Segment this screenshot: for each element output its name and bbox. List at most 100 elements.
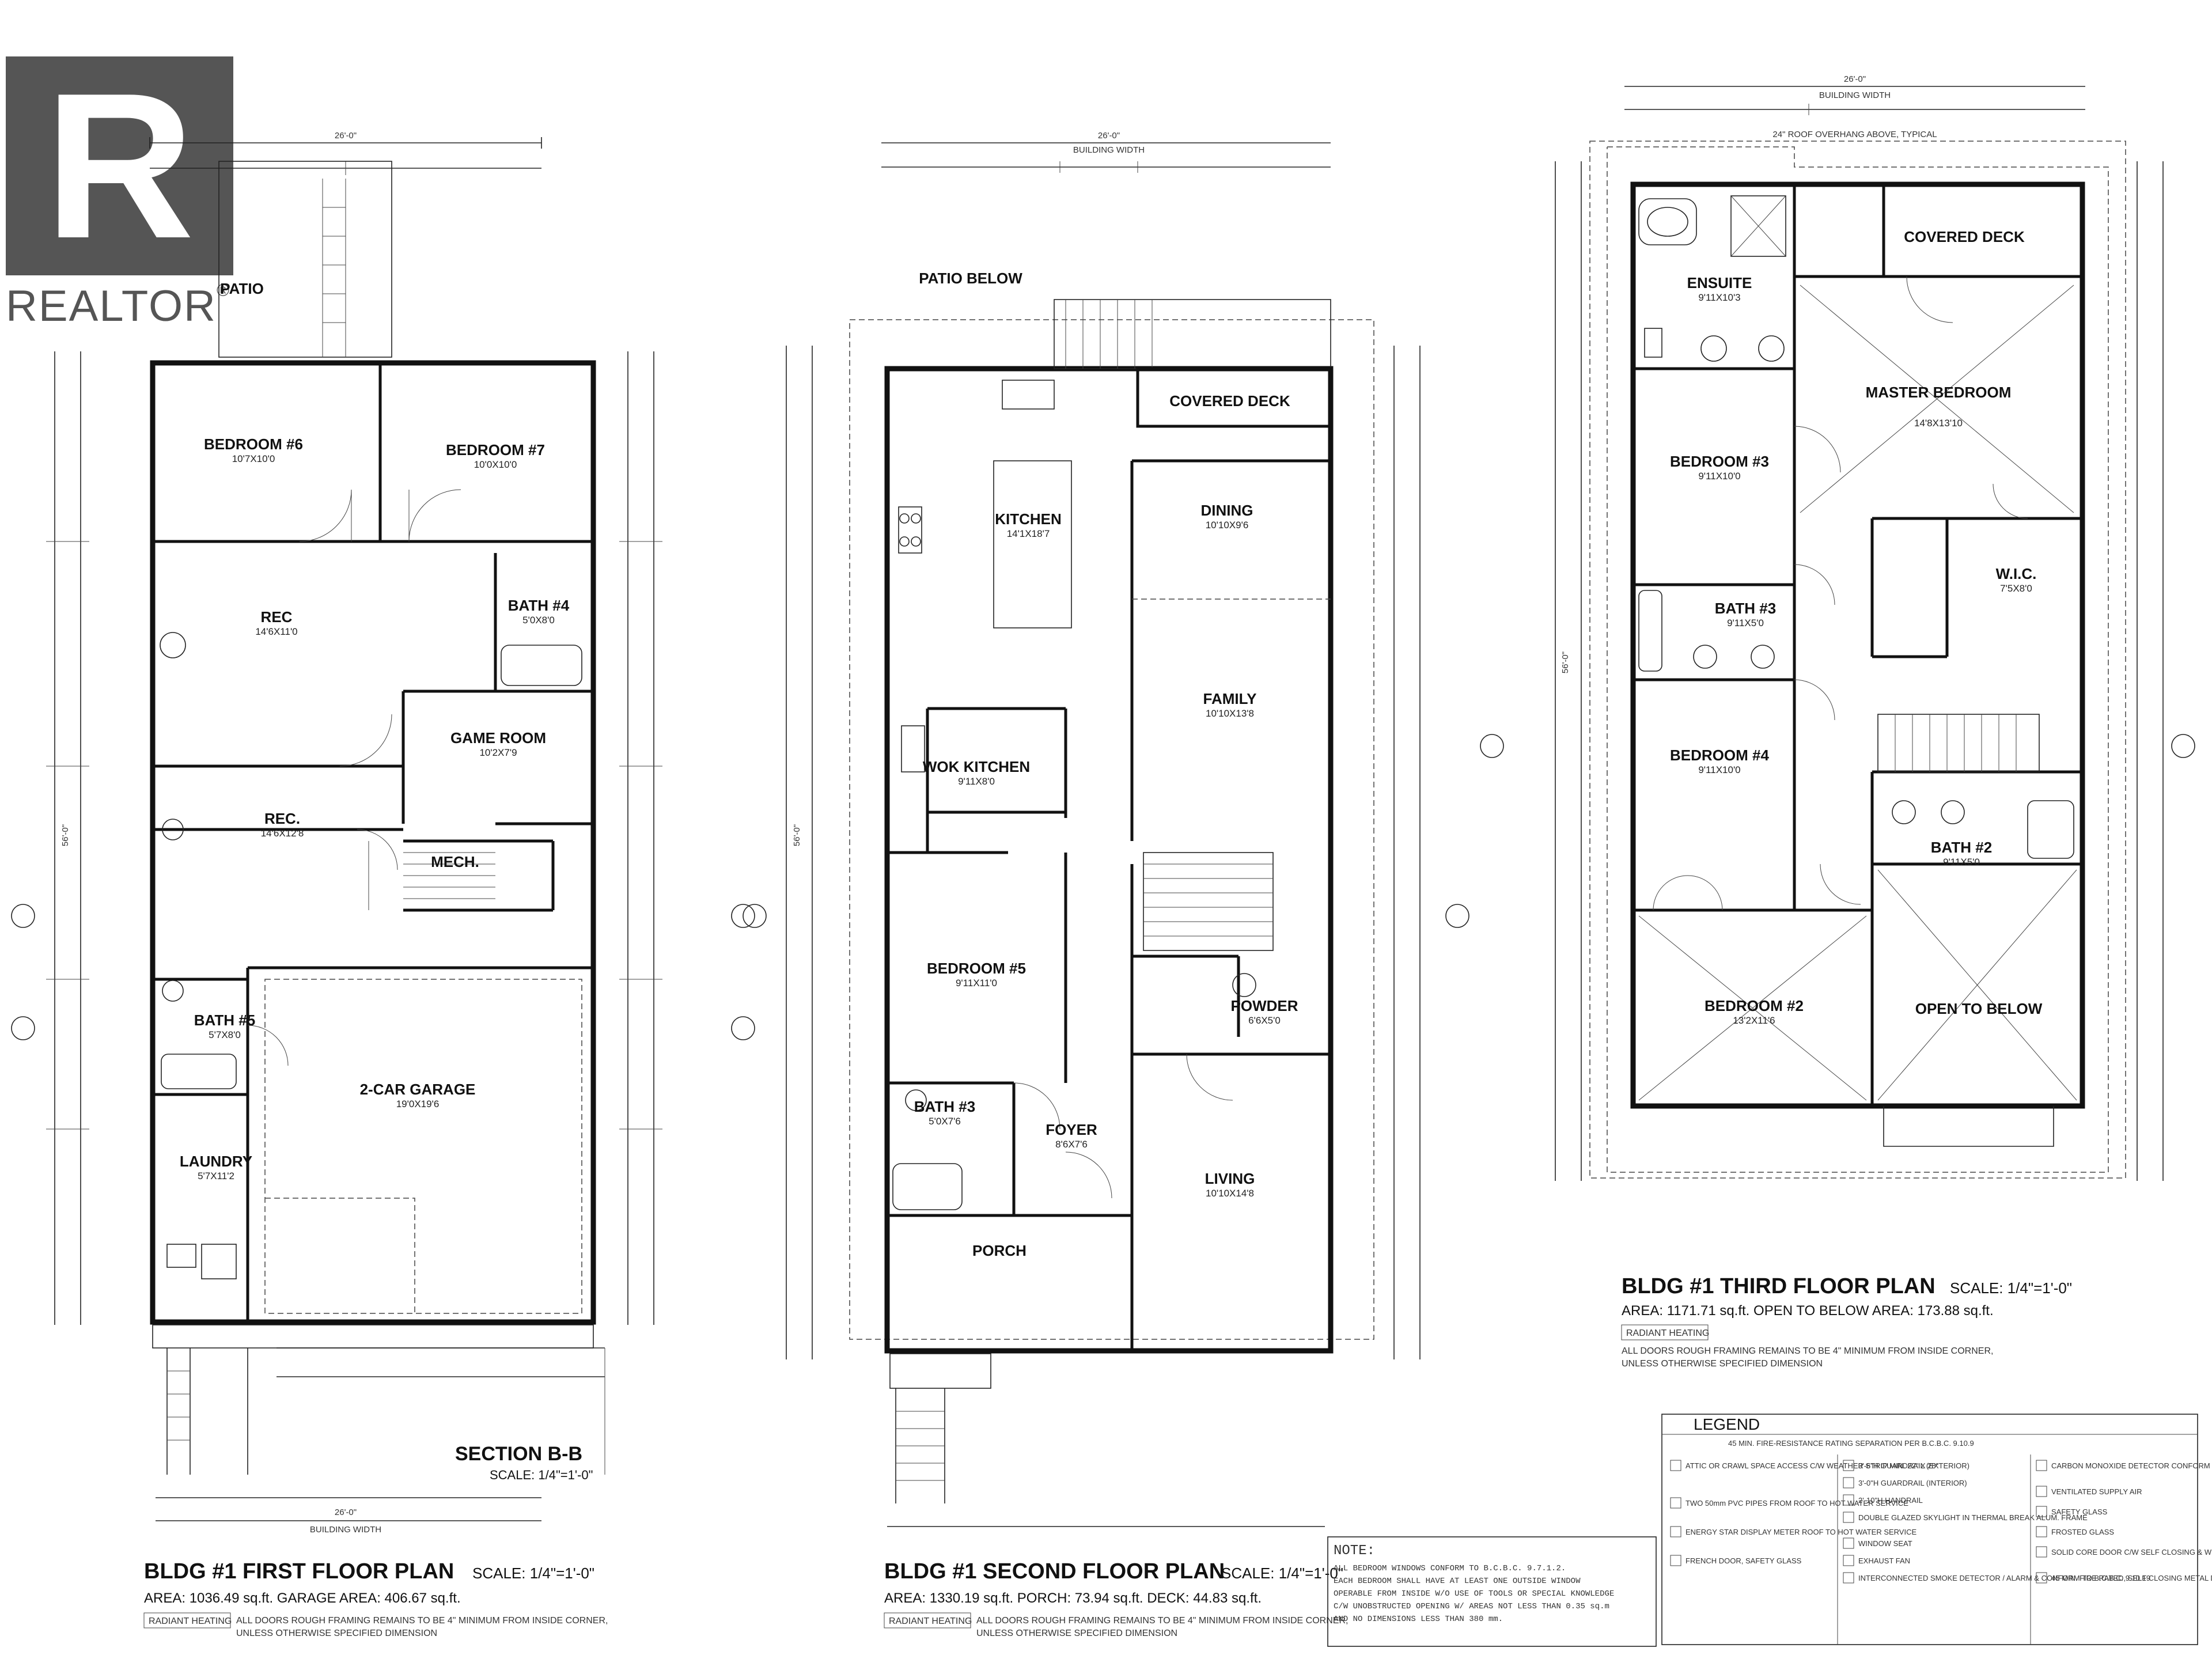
rec-label: REC [261,608,293,626]
bath-3-second-dims: 5'0X7'6 [929,1116,961,1127]
dining-label: DINING [1201,502,1253,519]
bedroom-5-dims: 9'11X11'0 [956,978,997,988]
bath-3-third-label: BATH #3 [1715,600,1776,617]
bedroom-2-dims: 13'2X11'6 [1733,1015,1775,1026]
first-plan-note: ALL DOORS ROUGH FRAMING REMAINS TO BE 4"… [236,1616,608,1626]
wic-dims: 7'5X8'0 [2000,583,2032,594]
third-plan-heating: RADIANT HEATING [1626,1328,1709,1338]
legend-item-16: SOLID CORE DOOR C/W SELF CLOSING & WEATH… [2051,1548,2212,1556]
note-line-1: ALL BEDROOM WINDOWS CONFORM TO B.C.B.C. … [1334,1564,1566,1573]
powder-label: POWDER [1231,997,1298,1014]
legend-box: LEGEND 45 MIN. FIRE-RESISTANCE RATING SE… [1661,1414,2212,1645]
patio-below-label: PATIO BELOW [919,270,1022,287]
realtor-logo-word: REALTOR® [6,281,230,331]
legend-item-11: INTERCONNECTED SMOKE DETECTOR / ALARM & … [1858,1574,2150,1582]
rec-2-dims: 14'6X12'8 [261,828,304,839]
garage-dims: 19'0X19'6 [396,1099,440,1109]
realtor-logo-reg: ® [216,281,231,300]
first-depth-dim: 56'-0" [60,824,70,846]
bedroom-7-label: BEDROOM #7 [446,441,545,459]
second-plan-scale: SCALE: 1/4"=1'-0" [1221,1565,1343,1582]
bath-2-dims: 9'11X5'0 [1943,857,1980,868]
second-plan-title: BLDG #1 SECOND FLOOR PLAN [884,1559,1225,1584]
note-line-3: OPERABLE FROM INSIDE W/O USE OF TOOLS OR… [1334,1589,1614,1599]
legend-item-9: WINDOW SEAT [1858,1539,1912,1548]
bedroom-6-label: BEDROOM #6 [204,435,303,453]
bath-3-third-dims: 9'11X5'0 [1727,618,1764,628]
legend-item-1: ATTIC OR CRAWL SPACE ACCESS C/W WEATHER … [1685,1461,1939,1470]
bath-3-second-label: BATH #3 [914,1098,975,1115]
second-plan-heating: RADIANT HEATING [889,1616,972,1626]
legend-item-7: 2'-10"H HANDRAIL [1858,1496,1923,1505]
covered-deck-label: COVERED DECK [1169,392,1290,410]
first-plan-area: AREA: 1036.49 sq.ft. GARAGE AREA: 406.67… [144,1590,461,1606]
legend-col-2: 3'-6"H GUARDRAIL (EXTERIOR) 3'-0"H GUARD… [1843,1460,2150,1584]
living-label: LIVING [1205,1170,1255,1187]
second-plan-area: AREA: 1330.19 sq.ft. PORCH: 73.94 sq.ft.… [884,1590,1262,1606]
family-label: FAMILY [1203,690,1257,707]
third-plan-scale: SCALE: 1/4"=1'-0" [1950,1279,2072,1297]
third-roof-overhang: 24" ROOF OVERHANG ABOVE, TYPICAL [1772,130,1937,139]
legend-item-5: 3'-6"H GUARDRAIL (EXTERIOR) [1858,1461,1969,1470]
bath-2-label: BATH #2 [1931,839,1992,856]
legend-item-15: FROSTED GLASS [2051,1528,2114,1536]
legend-item-12: CARBON MONOXIDE DETECTOR CONFORM TO B.C.… [2051,1461,2212,1470]
bedroom-5-label: BEDROOM #5 [927,960,1026,977]
wic-label: W.I.C. [1996,565,2037,582]
note-line-2: EACH BEDROOM SHALL HAVE AT LEAST ONE OUT… [1334,1577,1581,1586]
note-line-5: AND NO DIMENSIONS LESS THAN 380 mm. [1334,1615,1503,1624]
legend-item-4: FRENCH DOOR, SAFETY GLASS [1685,1556,1802,1565]
first-width-dim: 26'-0" [335,131,357,141]
bedroom-6-dims: 10'7X10'0 [232,453,275,464]
third-plan-note2: UNLESS OTHERWISE SPECIFIED DIMENSION [1622,1359,1823,1369]
first-plan-note2: UNLESS OTHERWISE SPECIFIED DIMENSION [236,1628,437,1638]
second-width-dim: 26'-0" [1098,131,1120,141]
legend-item-6: 3'-0"H GUARDRAIL (INTERIOR) [1858,1479,1967,1487]
bedroom-3-dims: 9'11X10'0 [1698,471,1740,482]
second-building-width: BUILDING WIDTH [1073,145,1145,155]
ensuite-label: ENSUITE [1687,274,1752,291]
second-plan-note2: UNLESS OTHERWISE SPECIFIED DIMENSION [976,1628,1177,1638]
master-bedroom-label: MASTER BEDROOM [1866,384,2012,401]
rec-2-label: REC. [264,810,300,827]
living-dims: 10'10X14'8 [1206,1188,1254,1199]
bedroom-4-label: BEDROOM #4 [1670,747,1769,764]
bath-4-dims: 5'0X8'0 [522,615,555,626]
third-depth-dim: 56'-0" [1560,652,1570,673]
ensuite-dims: 9'11X10'3 [1698,292,1740,303]
garage-label: 2-CAR GARAGE [360,1081,476,1098]
note-line-4: C/W UNOBSTRUCTED OPENING W/ AREAS NOT LE… [1334,1602,1609,1611]
bath-5-dims: 5'7X8'0 [209,1029,241,1040]
laundry-dims: 5'7X11'2 [198,1171,234,1181]
patio-label: PATIO [220,280,264,297]
first-plan-title: BLDG #1 FIRST FLOOR PLAN [144,1559,454,1584]
legend-header: 45 MIN. FIRE-RESISTANCE RATING SEPARATIO… [1728,1439,1974,1448]
kitchen-label: KITCHEN [995,510,1062,528]
foyer-dims: 8'6X7'6 [1055,1139,1088,1150]
wok-kitchen-dims: 9'11X8'0 [958,776,995,787]
second-floor-plan: PATIO BELOW COVERED DECK KITCHEN 14'1X18… [743,131,1469,1638]
porch-label: PORCH [972,1242,1027,1259]
kitchen-dims: 14'1X18'7 [1007,528,1050,539]
wok-kitchen-label: WOK KITCHEN [923,758,1030,775]
section-scale: SCALE: 1/4"=1'-0" [490,1468,593,1482]
rec-dims: 14'6X11'0 [255,626,297,637]
legend-item-17: 45 MIN. FIRE RATED, SELF CLOSING METAL D… [2051,1574,2212,1582]
first-width-dim-bottom: 26'-0" [335,1508,357,1517]
family-dims: 10'10X13'8 [1206,708,1254,719]
legend-item-13: VENTILATED SUPPLY AIR [2051,1487,2142,1496]
master-bedroom-dims: 14'8X13'10 [1914,418,1963,429]
mech-label: MECH. [431,853,479,870]
note-title: NOTE: [1334,1543,1375,1559]
bedroom-2-label: BEDROOM #2 [1705,997,1804,1014]
section-title: SECTION B-B [455,1443,582,1465]
covered-deck-third-label: COVERED DECK [1904,228,2025,245]
first-floor-plan: BEDROOM #6 10'7X10'0 BEDROOM #7 10'0X10'… [11,131,755,1638]
legend-item-14: SAFETY GLASS [2051,1508,2108,1516]
laundry-label: LAUNDRY [180,1153,252,1170]
legend-col-3: CARBON MONOXIDE DETECTOR CONFORM TO B.C.… [2036,1460,2212,1584]
second-plan-note: ALL DOORS ROUGH FRAMING REMAINS TO BE 4"… [976,1616,1348,1626]
third-width-dim: 26'-0" [1844,74,1866,84]
legend-title: LEGEND [1694,1415,1760,1433]
